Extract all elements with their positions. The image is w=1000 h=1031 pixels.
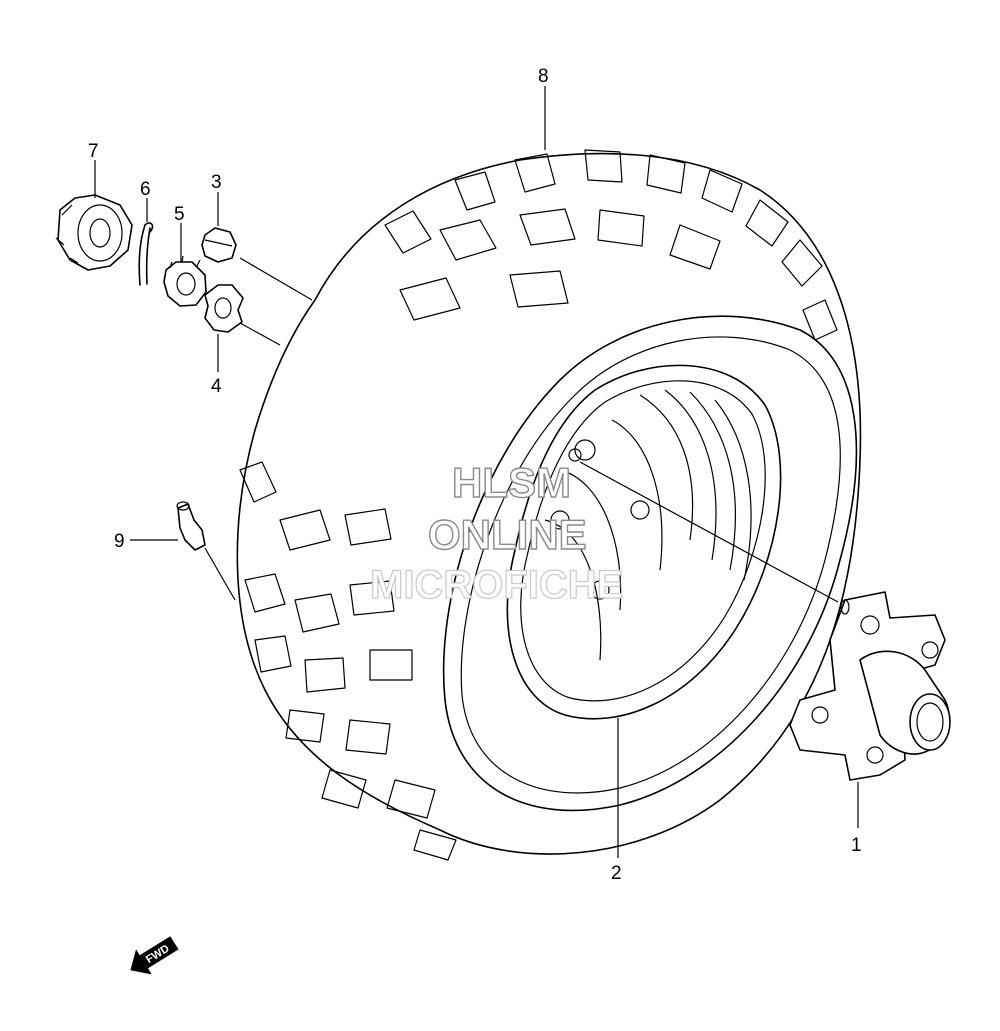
nut-part-3 xyxy=(201,227,237,263)
valve-stem-part-9 xyxy=(176,501,206,551)
watermark-line-1: HLSM xyxy=(452,459,571,506)
forward-direction-arrow: FWD xyxy=(130,936,179,975)
leader-lines xyxy=(204,257,839,603)
callout-6: 6 xyxy=(140,179,151,200)
cotter-pin-part-6 xyxy=(138,222,154,286)
hub-part-1 xyxy=(789,591,951,781)
watermark-line-2: ONLINE xyxy=(428,511,587,558)
tire-part-8 xyxy=(236,149,862,861)
side-tread-blocks xyxy=(239,461,457,861)
callout-5: 5 xyxy=(174,204,185,225)
watermark-line-3: MICROFICHE xyxy=(370,563,623,607)
callout-8: 8 xyxy=(538,66,549,87)
hub-cap-part-7 xyxy=(55,194,133,271)
washer-part-4 xyxy=(204,284,244,333)
callout-stems xyxy=(94,86,859,858)
watermark: HLSM ONLINE MICROFICHE xyxy=(369,458,624,607)
callout-1: 1 xyxy=(851,835,862,856)
callout-2: 2 xyxy=(611,863,622,884)
callout-7: 7 xyxy=(88,141,99,162)
arrow-icon xyxy=(130,936,179,975)
callout-4: 4 xyxy=(211,376,222,397)
callout-9: 9 xyxy=(114,531,125,552)
callout-labels: 8 7 6 5 3 4 9 1 2 xyxy=(88,66,862,884)
castle-nut-part-5 xyxy=(163,255,207,307)
tread-blocks xyxy=(384,149,845,505)
callout-3: 3 xyxy=(211,172,222,193)
